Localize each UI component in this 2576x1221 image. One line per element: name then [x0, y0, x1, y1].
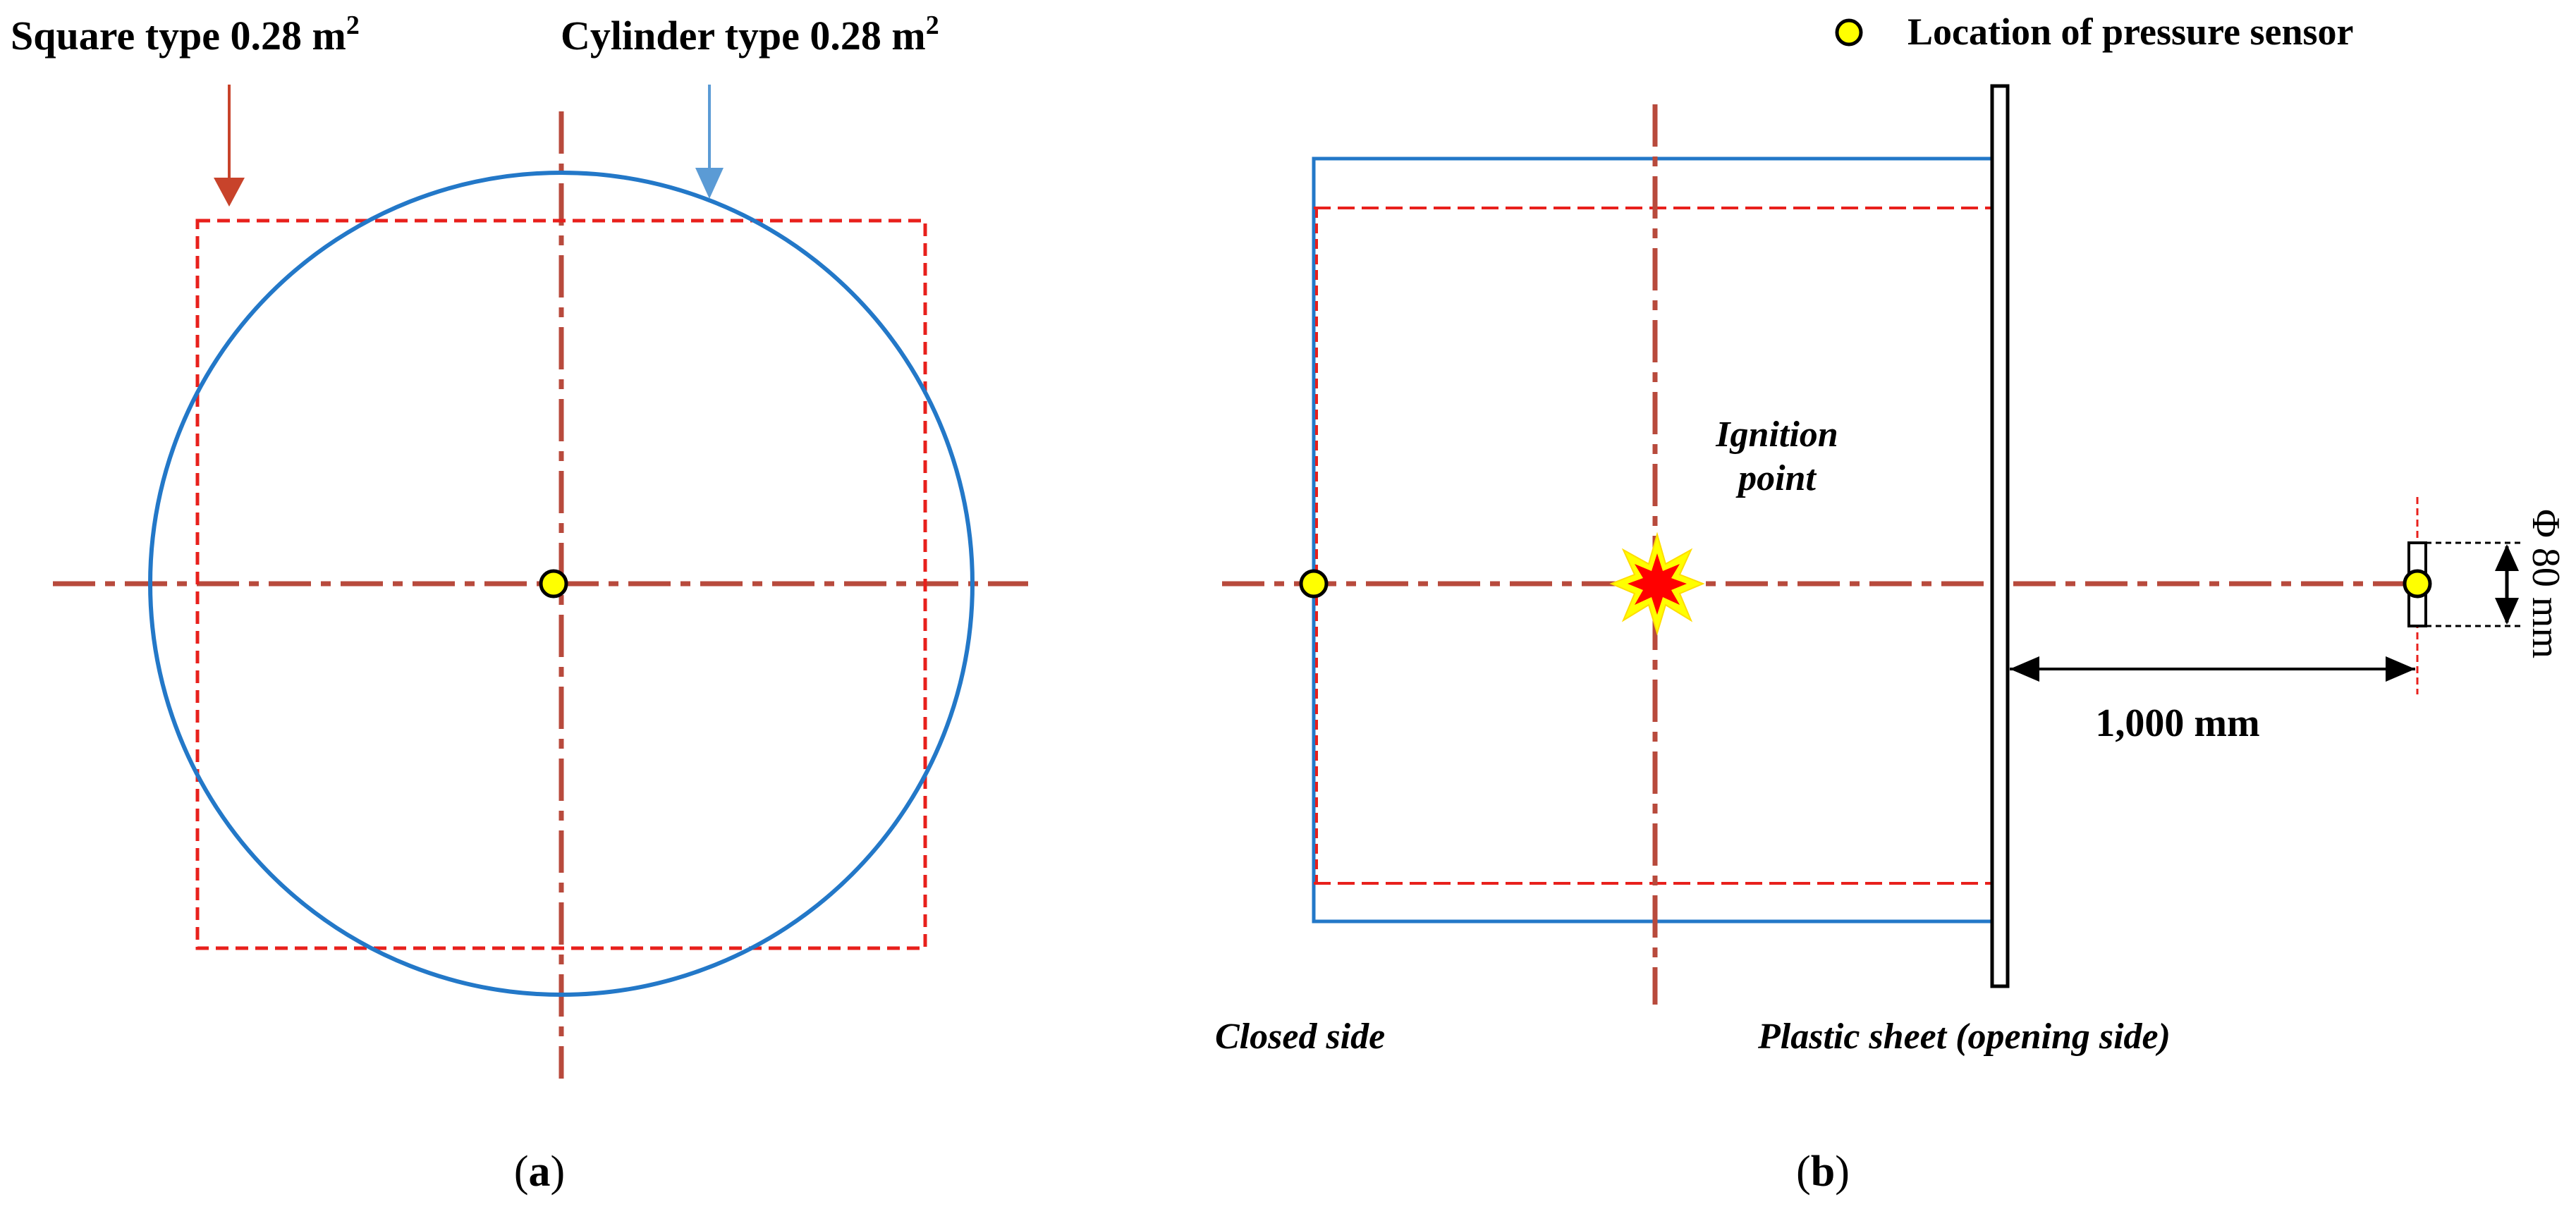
plastic-sheet: [1990, 84, 2010, 988]
distance-label: 1,000 mm: [2095, 701, 2259, 745]
diameter-arrowhead-bottom: [2495, 598, 2519, 625]
cylinder-type-arrowhead: [695, 168, 724, 199]
cylinder-type-label: Cylinder type 0.28 m2: [561, 11, 939, 59]
ignition-star-inner: [1628, 553, 1687, 615]
panel-a-caption: (a): [514, 1148, 565, 1196]
square-type-outline: [195, 219, 927, 950]
distance-arrowhead-left: [2010, 656, 2039, 682]
pressure-sensor-closed-side: [1299, 569, 1329, 599]
pressure-sensor-marker-a: [539, 569, 568, 599]
plastic-sheet-label: Plastic sheet (opening side): [1757, 1017, 2171, 1057]
ignition-label-line1: Ignition: [1715, 415, 1838, 455]
legend-label: Location of pressure sensor: [1907, 11, 2354, 53]
pressure-sensor-remote: [2403, 569, 2432, 599]
closed-side-label: Closed side: [1215, 1017, 1385, 1057]
diameter-arrowhead-top: [2495, 544, 2519, 571]
panel-a: Square type 0.28 m2 Cylinder type 0.28 m…: [11, 11, 1028, 1196]
diameter-label: Φ 80 mm: [2524, 509, 2568, 658]
panel-b-caption: (b): [1796, 1148, 1850, 1196]
panel-b: Location of pressure sensor Ignition poi…: [1215, 11, 2568, 1196]
distance-arrowhead-right: [2386, 656, 2415, 682]
cylinder-type-outline: [148, 171, 975, 997]
square-type-label: Square type 0.28 m2: [11, 11, 360, 59]
square-type-arrowhead: [214, 178, 245, 207]
ignition-label-line2: point: [1735, 458, 1817, 498]
legend-sensor-icon: [1835, 18, 1863, 47]
